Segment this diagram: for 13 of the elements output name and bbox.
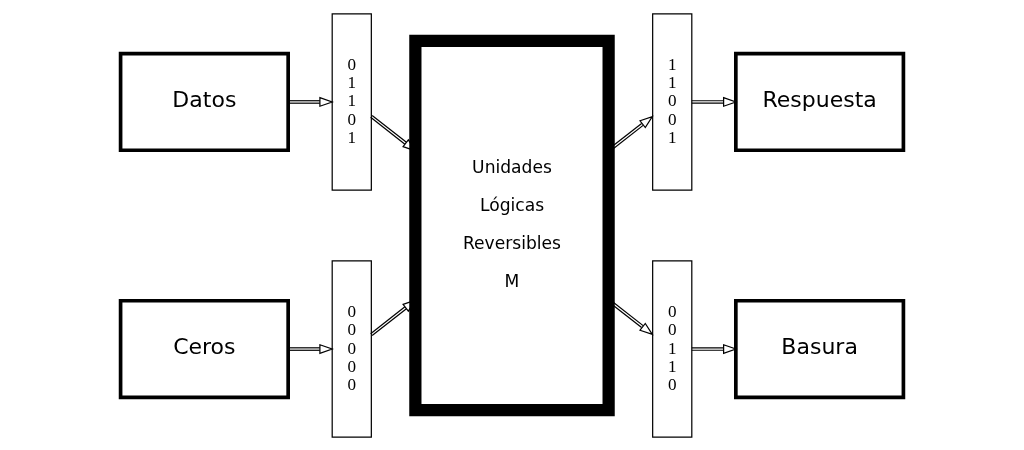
arrow (691, 343, 738, 354)
node-box: Datos (118, 51, 290, 152)
node-box: Unidades Lógicas Reversibles M (409, 34, 615, 416)
arrow (691, 96, 738, 107)
node-box: 0 0 0 0 0 (331, 259, 372, 438)
arrow (287, 96, 334, 107)
node-box: Ceros (118, 298, 290, 399)
node-box: 0 1 1 0 1 (331, 12, 372, 191)
node-box: Basura (734, 298, 906, 399)
node-box: Respuesta (734, 51, 906, 152)
node-box: 1 1 0 0 1 (652, 12, 693, 191)
arrow (287, 343, 334, 354)
node-box: 0 0 1 1 0 (652, 259, 693, 438)
